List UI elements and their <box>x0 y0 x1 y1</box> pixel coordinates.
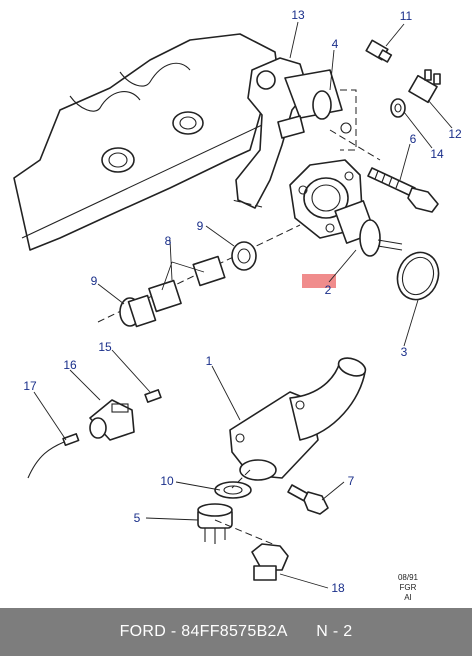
callout-10: 5 <box>134 511 141 525</box>
callout-labels: 13 4 11 12 14 6 2 3 9 8 9 15 16 17 1 7 1… <box>23 8 462 595</box>
callout-2: 2 <box>325 283 332 297</box>
callout-8: 8 <box>165 234 172 248</box>
footer-caption-bar: FORD - 84FF8575B2A N - 2 <box>0 608 472 656</box>
drawing-stamp: 08/91 FGR AI <box>398 573 419 602</box>
washer-15 <box>390 98 406 118</box>
callout-4: 4 <box>332 37 339 51</box>
sensor-14 <box>408 69 441 104</box>
leader-lines <box>33 21 453 589</box>
exploded-parts-diagram: 13 4 11 12 14 6 2 3 9 8 9 15 16 17 1 7 1… <box>13 8 462 602</box>
electrical-connector <box>27 389 162 479</box>
callout-14: 12 <box>448 127 462 141</box>
thermostat <box>334 200 403 257</box>
plug-11 <box>214 519 289 581</box>
stamp-suffix: AI <box>404 593 412 602</box>
assembly-lines <box>231 89 381 489</box>
callout-17: 16 <box>63 358 77 372</box>
callout-13: 11 <box>400 9 413 23</box>
housing-bracket <box>235 57 352 209</box>
stamp-code: FGR <box>400 583 417 592</box>
bolt-6 <box>367 167 439 213</box>
footer-spacer <box>288 623 316 641</box>
footer-part-number: FORD - 84FF8575B2A <box>119 623 288 640</box>
sensor-13 <box>365 39 393 63</box>
thermostat-housing <box>289 159 363 239</box>
callout-6: 6 <box>410 132 417 146</box>
sealing-ring <box>396 251 440 301</box>
hose-connector <box>97 224 301 328</box>
callout-18: 17 <box>23 379 37 393</box>
callout-9-upper: 9 <box>197 219 204 233</box>
callout-3: 3 <box>401 345 408 359</box>
stamp-date: 08/91 <box>398 573 419 582</box>
cylinder-head-outline <box>13 33 281 251</box>
callout-9-lower: 9 <box>91 274 98 288</box>
callout-16: 15 <box>98 340 112 354</box>
highlight-marker <box>302 274 336 288</box>
callout-15: 14 <box>430 147 444 161</box>
callout-11: 18 <box>331 581 345 595</box>
sender-10 <box>197 503 233 544</box>
bolt-7 <box>287 484 329 515</box>
gasket-12 <box>214 481 252 499</box>
water-outlet-elbow <box>229 357 367 481</box>
callout-12: 10 <box>160 474 174 488</box>
callout-1: 1 <box>206 354 213 368</box>
callout-5: 13 <box>291 8 305 22</box>
footer-position: N - 2 <box>316 623 353 640</box>
callout-7: 7 <box>348 474 355 488</box>
